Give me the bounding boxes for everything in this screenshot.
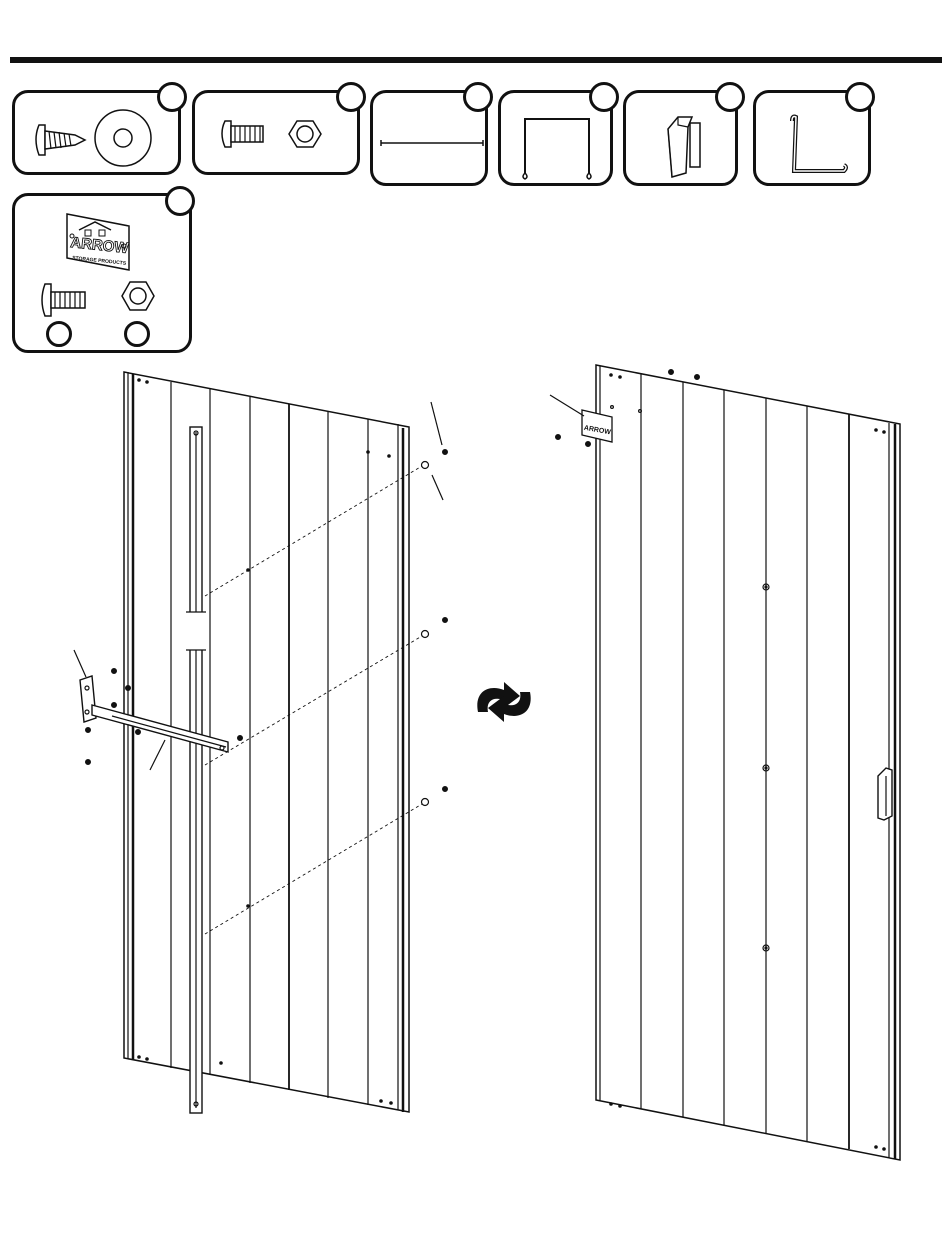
right-door-panel: ARROW (550, 365, 900, 1160)
left-door-panel (74, 372, 447, 1113)
flip-over-arrows-icon (477, 682, 530, 722)
